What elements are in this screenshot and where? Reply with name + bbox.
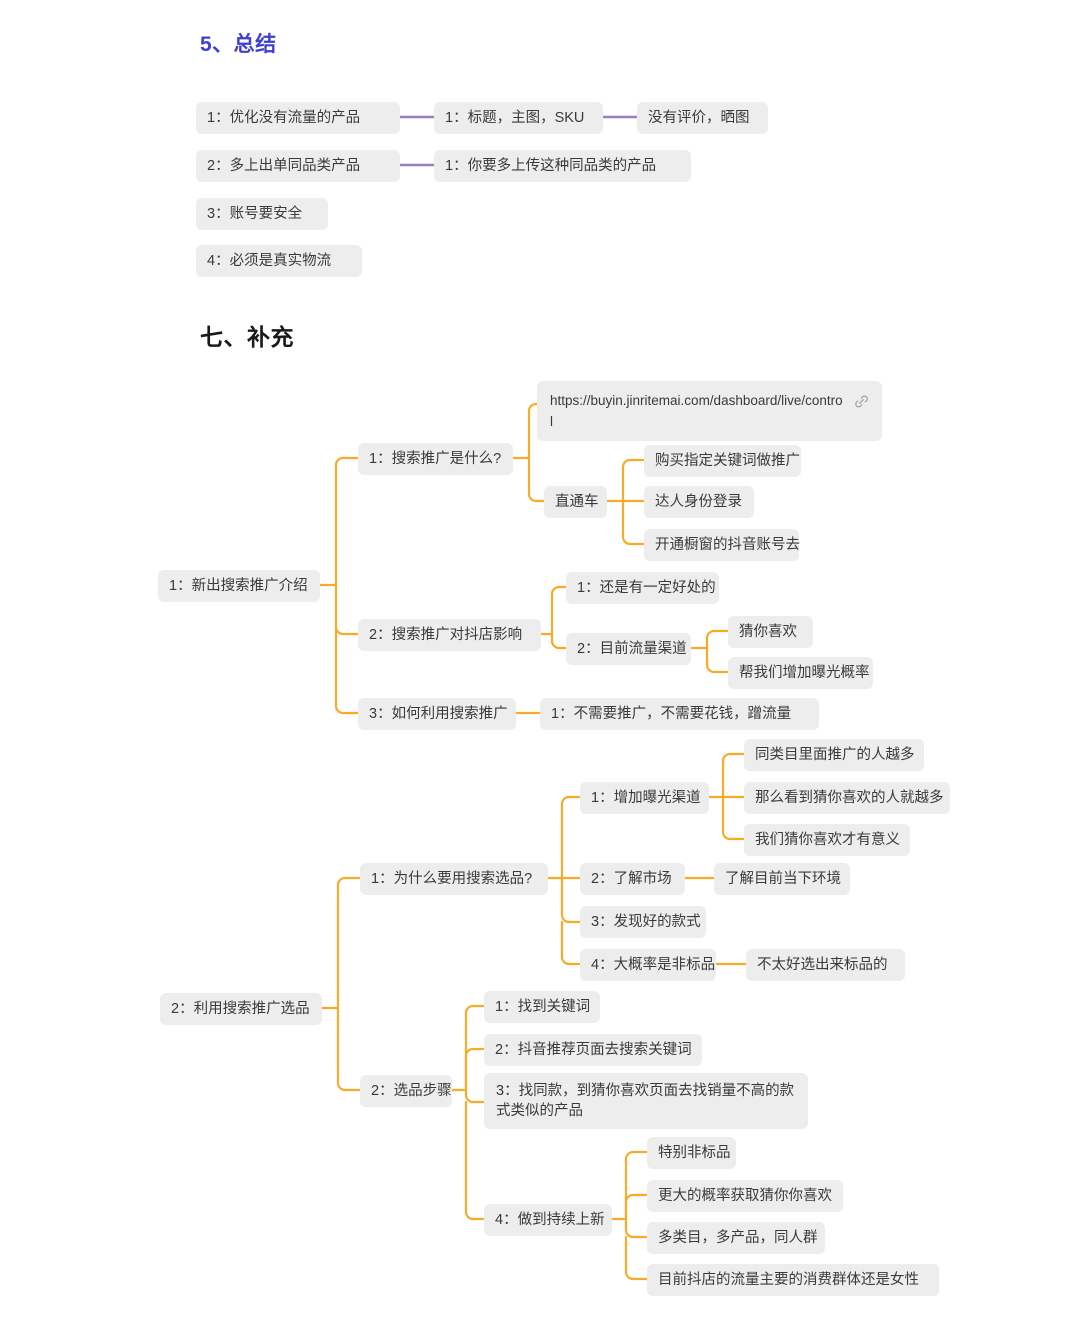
mindmap1-branch-3[interactable]: 3：如何利用搜索推广 [358,698,516,730]
mindmap2-branch-2[interactable]: 2：选品步骤 [360,1075,452,1107]
mindmap1-node-traffic-channel[interactable]: 2：目前流量渠道 [566,633,691,665]
mindmap2-node-know-market[interactable]: 2：了解市场 [580,863,685,895]
mindmap2-node-find-style[interactable]: 3：发现好的款式 [580,906,706,938]
page-title-supplement: 七、补充 [200,324,294,350]
mindmap2-leaf-douyin-search[interactable]: 2：抖音推荐页面去搜索关键词 [484,1034,702,1066]
mindmap1-branch-2[interactable]: 2：搜索推广对抖店影响 [358,619,541,651]
mindmap2-root[interactable]: 2：利用搜索推广选品 [160,993,322,1025]
mindmap1-url-node[interactable]: https://buyin.jinritemai.com/dashboard/l… [537,381,882,441]
mindmap1-node-zhitongche[interactable]: 直通车 [544,486,607,518]
summary-node-l1-4[interactable]: 4：必须是真实物流 [196,245,362,277]
summary-node-l1-2[interactable]: 2：多上出单同品类产品 [196,150,400,182]
mindmap1-leaf-free-traffic[interactable]: 1：不需要推广，不需要花钱，蹭流量 [540,698,819,730]
summary-node-l1-1[interactable]: 1：优化没有流量的产品 [196,102,400,134]
mindmap1-leaf-talent-login[interactable]: 达人身份登录 [644,486,754,518]
mindmap1-root[interactable]: 1：新出搜索推广介绍 [158,570,320,602]
mindmap2-node-exposure-channel[interactable]: 1：增加曝光渠道 [580,782,709,814]
mindmap2-leaf-multi-category[interactable]: 多类目，多产品，同人群 [647,1222,825,1254]
mindmap1-leaf-some-benefit[interactable]: 1：还是有一定好处的 [566,572,719,604]
mindmap2-leaf-higher-chance[interactable]: 更大的概率获取猜你你喜欢 [647,1180,843,1212]
mindmap2-leaf-find-similar[interactable]: 3：找同款，到猜你喜欢页面去找销量不高的款式类似的产品 [484,1073,808,1129]
summary-node-l3-1[interactable]: 没有评价，晒图 [637,102,768,134]
mindmap2-branch-1[interactable]: 1：为什么要用搜索选品? [360,863,548,895]
mindmap2-node-non-standard[interactable]: 4：大概率是非标品 [580,949,716,981]
mindmap1-branch-1[interactable]: 1：搜索推广是什么? [358,443,513,475]
url-text: https://buyin.jinritemai.com/dashboard/l… [550,393,843,429]
mindmap2-leaf-very-nonstandard[interactable]: 特别非标品 [647,1137,736,1169]
mindmap2-leaf-current-env[interactable]: 了解目前当下环境 [714,863,850,895]
mindmap2-leaf-female-audience[interactable]: 目前抖店的流量主要的消费群体还是女性 [647,1264,939,1296]
mindmap2-leaf-more-promoters[interactable]: 同类目里面推广的人越多 [744,739,924,771]
mindmap1-leaf-window-account[interactable]: 开通橱窗的抖音账号去 [644,529,800,561]
page-title-summary: 5、总结 [200,33,277,56]
summary-node-l1-3[interactable]: 3：账号要安全 [196,198,328,230]
mindmap2-leaf-hard-to-pick[interactable]: 不太好选出来标品的 [746,949,905,981]
summary-node-l2-1[interactable]: 1：标题，主图，SKU [434,102,603,134]
mindmap2-leaf-meaningful[interactable]: 我们猜你喜欢才有意义 [744,824,910,856]
mindmap1-leaf-guess-like[interactable]: 猜你喜欢 [728,616,813,648]
mindmap1-leaf-exposure-rate[interactable]: 帮我们增加曝光概率 [728,657,873,689]
mindmap2-leaf-more-viewers[interactable]: 那么看到猜你喜欢的人就越多 [744,782,950,814]
mindmap2-node-keep-new[interactable]: 4：做到持续上新 [484,1204,612,1236]
mindmap2-leaf-find-keyword[interactable]: 1：找到关键词 [484,991,600,1023]
mindmap1-leaf-keyword-promo[interactable]: 购买指定关键词做推广 [644,445,801,477]
link-icon[interactable] [853,393,870,416]
summary-node-l2-2[interactable]: 1：你要多上传这种同品类的产品 [434,150,691,182]
